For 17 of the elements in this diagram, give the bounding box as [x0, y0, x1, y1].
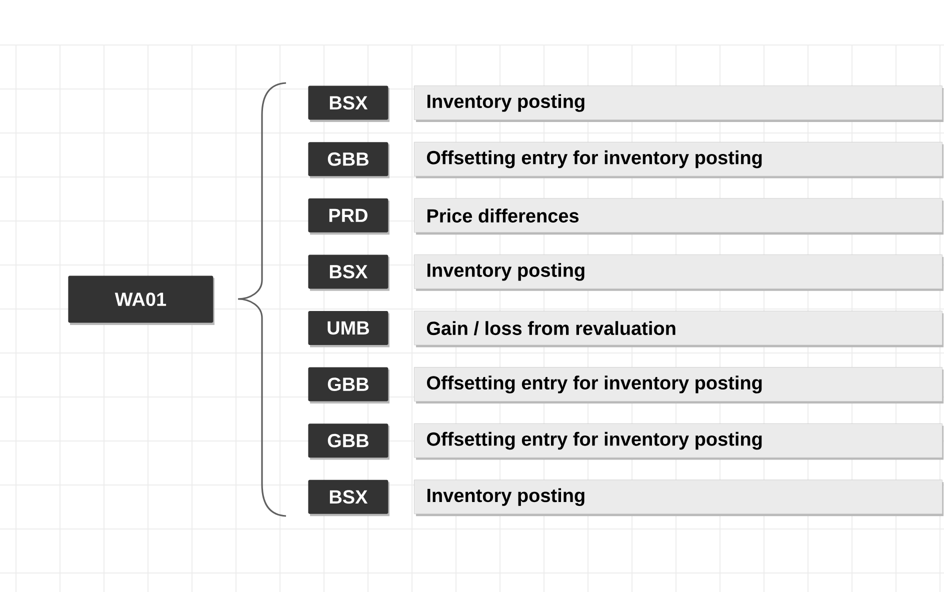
description-box: Inventory posting: [414, 480, 944, 516]
description-box: Gain / loss from revaluation: [414, 310, 944, 348]
description-box: Offsetting entry for inventory posting: [414, 367, 944, 404]
code-box: GBB: [308, 367, 390, 404]
code-box: BSX: [308, 480, 390, 516]
code-box: UMB: [308, 311, 390, 348]
code-box: PRD: [308, 198, 390, 235]
description-box: Inventory posting: [414, 86, 944, 122]
description-box: Inventory posting: [414, 254, 944, 291]
description-box: Offsetting entry for inventory posting: [414, 142, 944, 178]
code-box: WA01: [68, 276, 214, 325]
code-box: BSX: [308, 86, 390, 122]
code-box: GBB: [308, 424, 390, 460]
code-box: GBB: [308, 142, 390, 178]
code-box: BSX: [308, 254, 390, 291]
description-box: Price differences: [414, 198, 944, 235]
description-box: Offsetting entry for inventory posting: [414, 423, 944, 460]
